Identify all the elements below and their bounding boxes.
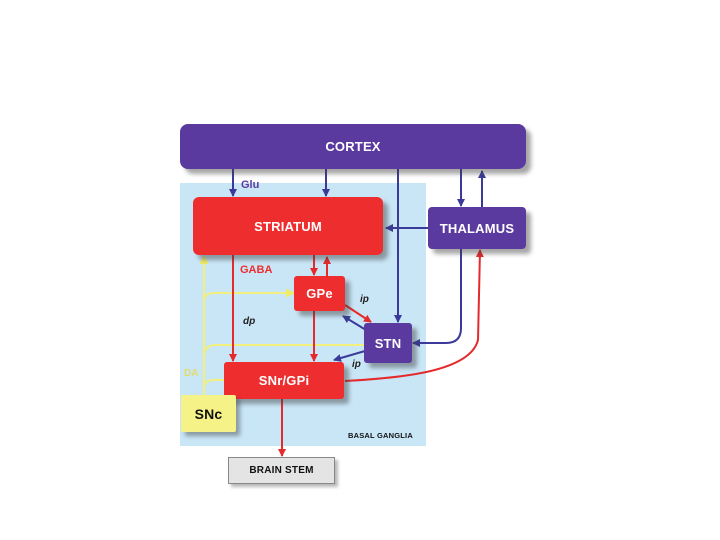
gpe-node: GPe bbox=[294, 276, 345, 311]
striatum-label: STRIATUM bbox=[254, 218, 322, 234]
direct-pathway-label: dp bbox=[243, 316, 256, 327]
da-label: DA bbox=[184, 368, 199, 379]
indirect-pathway-label-1: ip bbox=[360, 294, 369, 305]
excitatory-projections bbox=[229, 169, 486, 362]
dopamine-projections bbox=[199, 255, 364, 395]
gpe-label: GPe bbox=[306, 286, 333, 301]
indirect-pathway-label-2: ip bbox=[352, 359, 361, 370]
brain-stem-label: BRAIN STEM bbox=[249, 465, 314, 476]
striatum-node: STRIATUM bbox=[193, 197, 383, 255]
inhibitory-projections bbox=[229, 249, 484, 457]
basal-ganglia-label: BASAL GANGLIA bbox=[348, 431, 413, 440]
snr-gpi-label: SNr/GPi bbox=[258, 373, 310, 388]
cortex-node: CORTEX bbox=[180, 124, 526, 169]
stn-label: STN bbox=[374, 335, 402, 351]
snc-label: SNc bbox=[194, 405, 223, 422]
thalamus-label: THALAMUS bbox=[439, 220, 515, 236]
snc-node: SNc bbox=[181, 395, 236, 432]
gaba-label: GABA bbox=[240, 264, 273, 276]
thalamus-node: THALAMUS bbox=[428, 207, 526, 249]
snr-gpi-node: SNr/GPi bbox=[224, 362, 344, 399]
glu-label: Glu bbox=[241, 179, 260, 191]
stn-node: STN bbox=[364, 323, 412, 363]
brain-stem-node: BRAIN STEM bbox=[228, 457, 335, 484]
cortex-label: CORTEX bbox=[325, 139, 381, 154]
